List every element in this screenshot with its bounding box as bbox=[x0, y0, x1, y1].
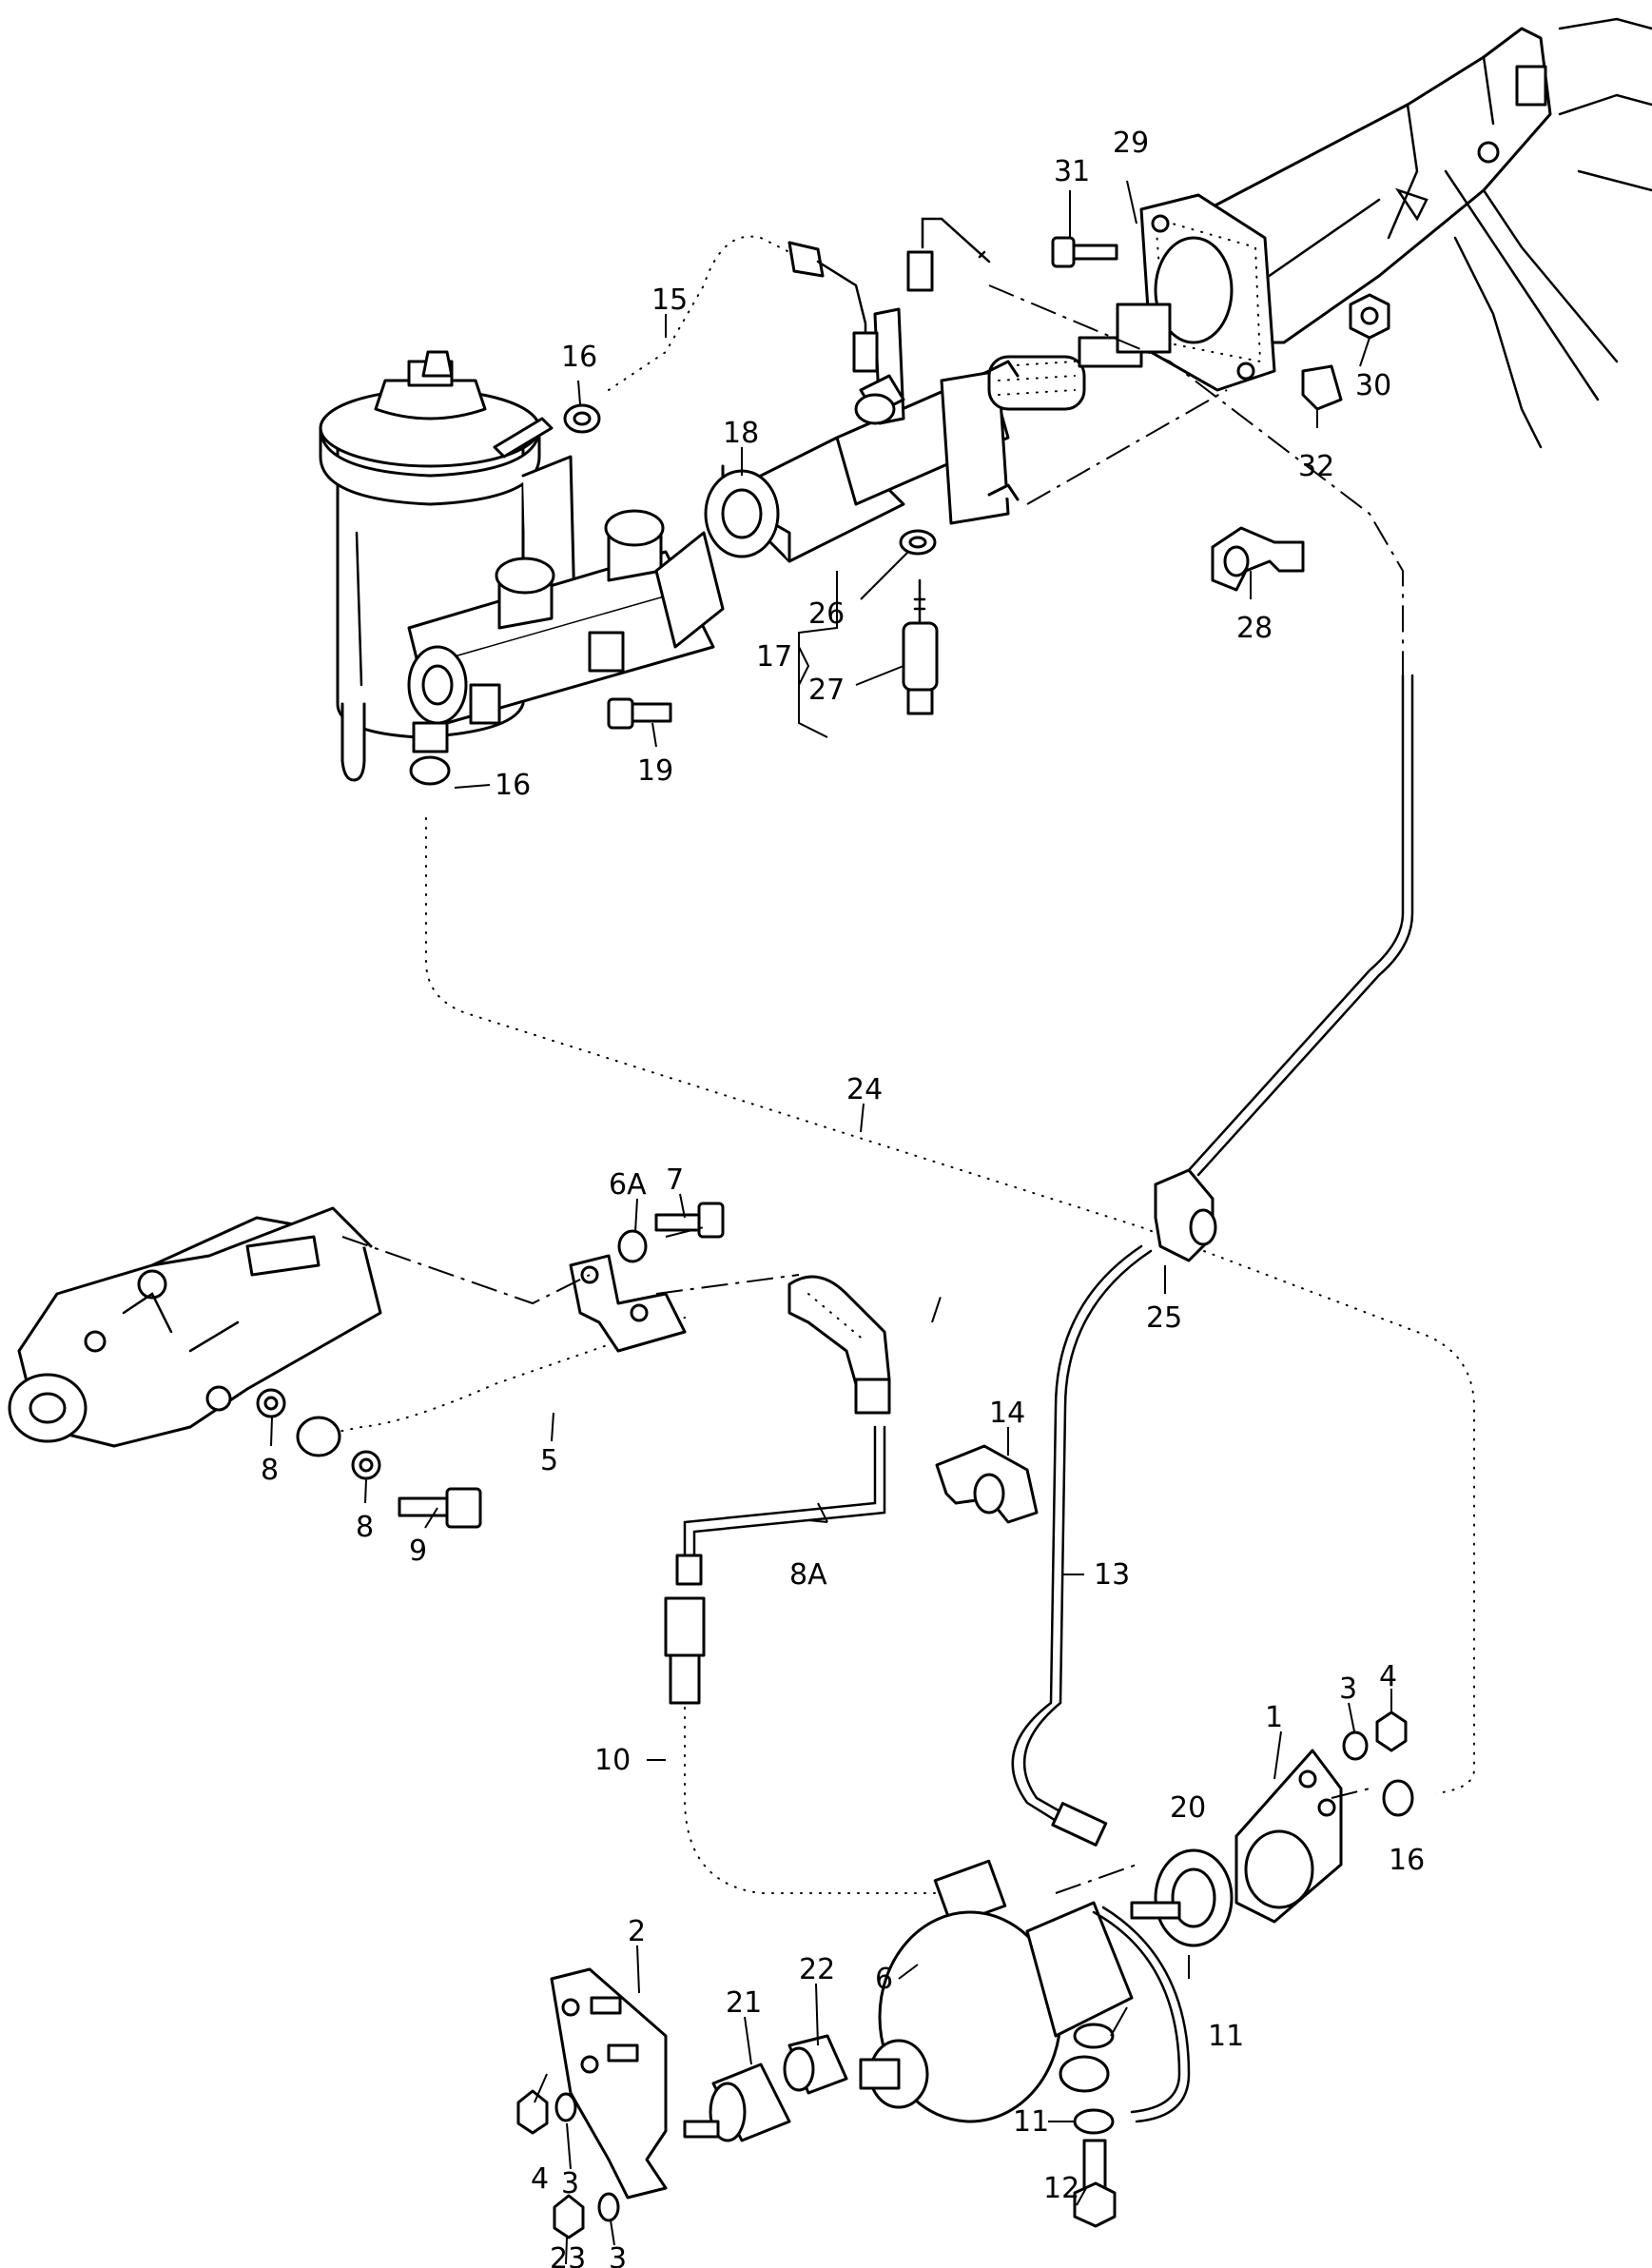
callout-30: 30 bbox=[1355, 369, 1391, 402]
master-cylinder bbox=[407, 509, 725, 725]
booster-flange bbox=[1139, 193, 1276, 392]
nut-4-right bbox=[1375, 1711, 1408, 1752]
high-pressure-hose-10 bbox=[664, 1596, 1007, 1927]
callout-15: 15 bbox=[651, 284, 688, 317]
power-steering-pump bbox=[8, 1206, 382, 1448]
callout-8-lower: 8 bbox=[356, 1511, 374, 1544]
sealing-washer-11b bbox=[1073, 2108, 1115, 2135]
clip-25 bbox=[1154, 1168, 1217, 1262]
callout-labels: 1 2 3 3 3 4 4 5 6 6A 7 8 8 8A 9 10 11 11… bbox=[261, 127, 1425, 2268]
pressure-accumulator-6 bbox=[859, 1901, 1191, 2123]
callout-20: 20 bbox=[1170, 1791, 1206, 1825]
hose-15 bbox=[599, 220, 879, 404]
callout-11-upper: 11 bbox=[1208, 2020, 1244, 2053]
nut-4-left bbox=[516, 2089, 549, 2135]
banjo-bolt-9 bbox=[398, 1487, 482, 1529]
callout-5: 5 bbox=[540, 1444, 558, 1477]
bracket-1 bbox=[1234, 1749, 1343, 1924]
pipe-top-brake-line bbox=[906, 217, 991, 292]
callout-14: 14 bbox=[989, 1397, 1025, 1430]
callout-2: 2 bbox=[628, 1915, 646, 1948]
callout-3-left-b: 3 bbox=[609, 2242, 627, 2268]
washer-3-left-a bbox=[554, 2092, 577, 2122]
callout-11-lower: 11 bbox=[1013, 2105, 1049, 2139]
bracket-17-group bbox=[798, 571, 838, 738]
washer-3-right bbox=[1342, 1730, 1369, 1761]
bolt-19 bbox=[607, 697, 672, 730]
callout-26: 26 bbox=[808, 597, 845, 631]
callout-4-right: 4 bbox=[1379, 1660, 1397, 1693]
banjo-fitting bbox=[1059, 2055, 1110, 2093]
damper-21 bbox=[683, 2063, 791, 2142]
nut-23 bbox=[553, 2194, 585, 2239]
bracket-pump bbox=[569, 1254, 687, 1353]
callout-3-left-a: 3 bbox=[561, 2167, 579, 2200]
callout-25: 25 bbox=[1146, 1301, 1182, 1335]
callout-7: 7 bbox=[666, 1163, 684, 1197]
washer-3-left-b bbox=[597, 2192, 620, 2222]
sealing-washer-11a bbox=[1073, 2023, 1115, 2049]
sealing-washer-26 bbox=[899, 529, 937, 556]
callout-17: 17 bbox=[756, 640, 792, 674]
leader-lines bbox=[270, 180, 1392, 2265]
callout-6: 6 bbox=[875, 1963, 893, 1996]
callout-12: 12 bbox=[1043, 2172, 1079, 2205]
pressure-regulator bbox=[704, 303, 1172, 563]
clip-32 bbox=[1301, 364, 1343, 411]
vehicle-body-section bbox=[1206, 17, 1652, 449]
bolt-31 bbox=[1051, 236, 1118, 268]
nut-30 bbox=[1349, 293, 1390, 340]
callout-10: 10 bbox=[594, 1744, 631, 1777]
pressure-switch-27 bbox=[902, 578, 939, 715]
callout-9: 9 bbox=[409, 1535, 427, 1568]
hose-clamp-16-reservoir bbox=[409, 755, 451, 786]
pressure-switch-20 bbox=[1130, 1848, 1234, 1947]
callout-18: 18 bbox=[723, 417, 759, 450]
sealing-washer-8b bbox=[351, 1450, 381, 1480]
callout-16-top: 16 bbox=[561, 341, 597, 374]
callout-22: 22 bbox=[799, 1953, 835, 1986]
callout-29: 29 bbox=[1113, 127, 1149, 160]
assembly-guide-lines bbox=[341, 284, 1404, 1894]
hose-elbow-8A bbox=[675, 1275, 891, 1586]
callout-23: 23 bbox=[550, 2242, 586, 2268]
callout-8-upper: 8 bbox=[261, 1454, 279, 1487]
hose-clamp-16-lower bbox=[1382, 1779, 1414, 1817]
bolt-7 bbox=[654, 1202, 725, 1239]
callout-8A: 8A bbox=[789, 1558, 827, 1592]
vent-line bbox=[1187, 674, 1414, 1177]
banjo-bolt-12 bbox=[1073, 2139, 1117, 2228]
callout-19: 19 bbox=[637, 754, 673, 788]
callout-1: 1 bbox=[1265, 1701, 1283, 1734]
hose-clamp-16-top bbox=[563, 403, 601, 434]
callout-28: 28 bbox=[1236, 612, 1273, 645]
callout-16-lower: 16 bbox=[1389, 1844, 1425, 1877]
callout-21: 21 bbox=[726, 1986, 762, 2020]
callout-27: 27 bbox=[808, 674, 845, 707]
callout-32: 32 bbox=[1298, 450, 1334, 483]
callout-6A: 6A bbox=[609, 1168, 647, 1202]
callout-3-right: 3 bbox=[1339, 1672, 1357, 1706]
callout-16-reservoir: 16 bbox=[495, 769, 531, 802]
pressure-hose-5 bbox=[296, 1301, 690, 1457]
bracket-2 bbox=[550, 1967, 668, 2200]
sealing-washer-8a bbox=[256, 1388, 286, 1418]
clip-28 bbox=[1211, 526, 1305, 592]
callout-13: 13 bbox=[1094, 1558, 1130, 1592]
clip-14 bbox=[935, 1444, 1039, 1524]
callout-31: 31 bbox=[1054, 155, 1090, 188]
washer-6A bbox=[617, 1229, 648, 1263]
return-hose-24 bbox=[409, 817, 1491, 1810]
callout-4-left: 4 bbox=[531, 2162, 549, 2196]
brake-line-13 bbox=[1011, 1244, 1153, 1847]
callout-24: 24 bbox=[846, 1073, 883, 1106]
bushing-22 bbox=[783, 2034, 848, 2095]
